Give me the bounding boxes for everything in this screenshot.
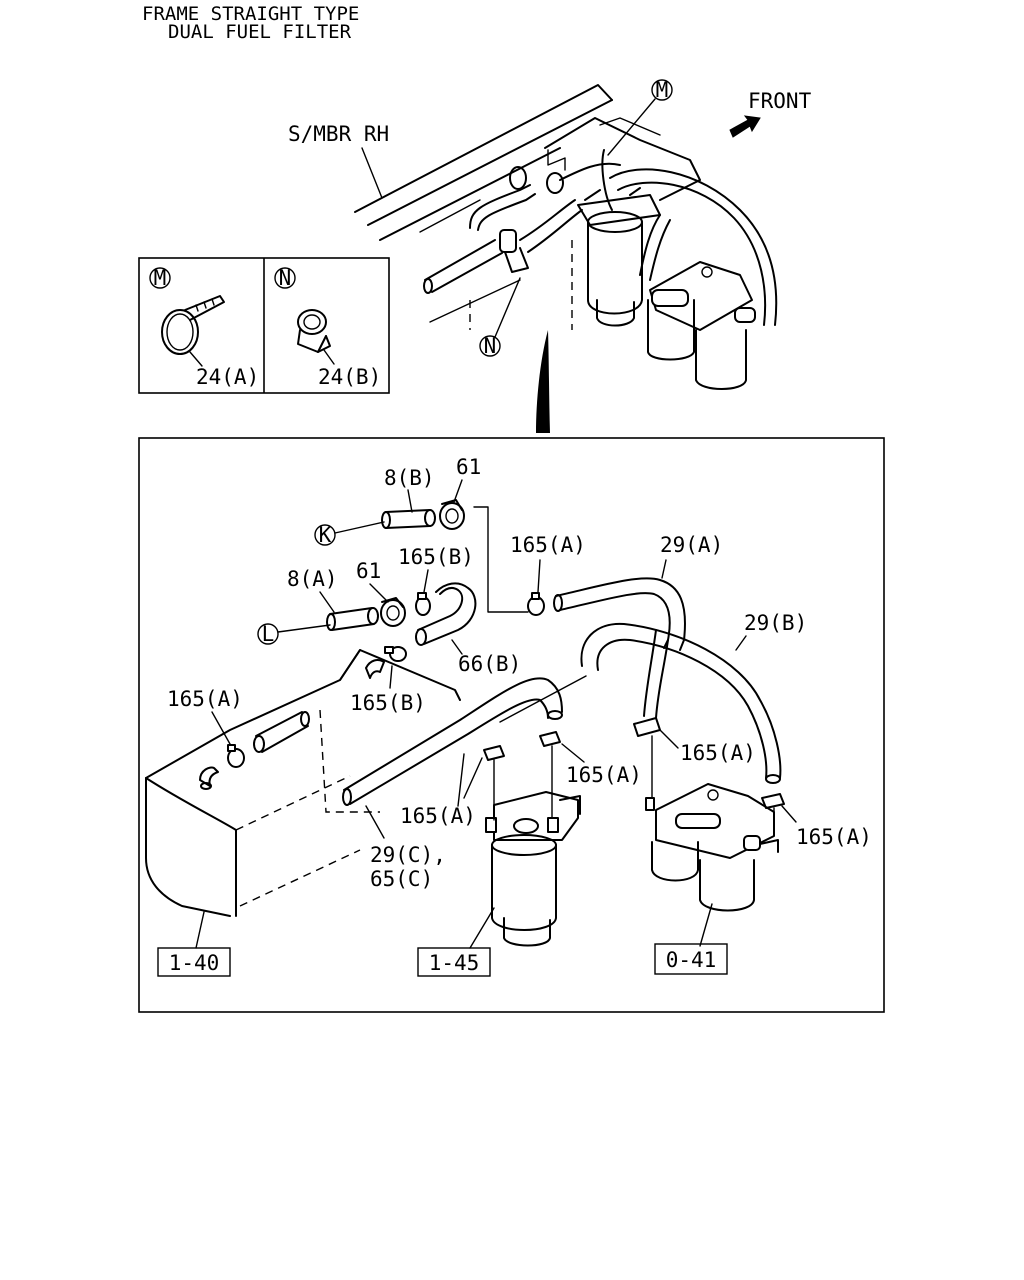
side-member-rail — [354, 84, 613, 330]
ref-dual-filter: 0-41 — [666, 948, 717, 972]
overview-return-hose — [609, 168, 778, 326]
label-29c: 29(C), — [370, 843, 446, 867]
inset-n-part: 24(B) — [318, 365, 381, 389]
side-member-label: S/MBR RH — [288, 122, 389, 146]
label-61-upper: 61 — [456, 455, 481, 479]
label-29a: 29(A) — [660, 533, 723, 557]
hose-8a — [326, 607, 379, 631]
label-165b-upper: 165(B) — [398, 545, 474, 569]
ref-box-dual-filter — [654, 943, 728, 975]
label-165a-filter-left: 165(A) — [400, 804, 476, 828]
label-165a-filter-right: 165(A) — [566, 763, 642, 787]
inset-n-letter: N — [279, 266, 292, 290]
tank-hose — [253, 711, 310, 753]
detail-pointer — [536, 330, 550, 433]
fuel-tank — [145, 649, 461, 917]
label-8b: 8(B) — [384, 466, 435, 490]
label-65c: 65(C) — [370, 867, 433, 891]
label-61-lower: 61 — [356, 559, 381, 583]
cable-tie-icon — [161, 295, 225, 355]
label-29b: 29(B) — [744, 611, 807, 635]
rail-fuel-pipes — [423, 162, 621, 294]
clamp-165a-filter-left — [483, 745, 505, 821]
title-line-2: DUAL FUEL FILTER — [168, 21, 352, 43]
hose-29c-routing — [342, 675, 587, 806]
filter-bracket — [544, 117, 701, 201]
ref-fuel-filter: 1-45 — [429, 951, 480, 975]
ref-fuel-tank: 1-40 — [169, 951, 220, 975]
clamp-165b-upper — [415, 592, 431, 616]
title-line-1: FRAME STRAIGHT TYPE — [142, 3, 359, 25]
hose-8b — [381, 509, 436, 529]
label-165a-top: 165(A) — [510, 533, 586, 557]
dual-filter-0-41 — [651, 783, 779, 912]
label-66b: 66(B) — [458, 652, 521, 676]
clip-n-on-rail — [499, 229, 529, 273]
clip-61-lower — [380, 597, 406, 627]
clamp-165a-tank — [227, 744, 245, 768]
front-label: FRONT — [748, 89, 812, 113]
label-165a-dual-lower: 165(A) — [796, 825, 872, 849]
letter-l: L — [262, 622, 275, 646]
hose-66b — [415, 582, 477, 646]
overview-drawing: FRONT S/MBR RH M N — [288, 78, 812, 390]
label-165b-lower: 165(B) — [350, 691, 426, 715]
clamp-165a-dual-lower — [761, 793, 785, 831]
clip-inset-box: M 24(A) N 24(B) — [138, 257, 390, 394]
letter-k: K — [319, 523, 332, 547]
callout-n-circle — [479, 335, 501, 357]
clamp-165a-top — [527, 592, 545, 616]
inset-m-part: 24(A) — [196, 365, 259, 389]
clamp-165b-lower — [365, 646, 407, 679]
callout-m-circle — [651, 79, 673, 101]
clamp-165a-filter-right — [539, 731, 561, 819]
detail-box: 8(B) K 61 8(A) L 61 — [138, 437, 885, 1013]
overview-fuel-filter — [577, 187, 661, 327]
clip-61-upper — [439, 499, 465, 530]
overview-dual-filter — [647, 261, 756, 390]
label-165a-tank: 165(A) — [167, 687, 243, 711]
callout-n-letter: N — [484, 334, 497, 358]
inset-m-letter: M — [154, 266, 167, 290]
pipe-clip-icon — [297, 309, 331, 353]
hose-29b — [580, 622, 782, 784]
label-8a: 8(A) — [287, 567, 338, 591]
front-arrow — [729, 115, 761, 138]
label-165a-dual-upper: 165(A) — [680, 741, 756, 765]
fuel-filter-1-45 — [485, 791, 581, 947]
ref-box-fuel-tank — [157, 947, 231, 977]
ref-box-fuel-filter — [417, 947, 491, 977]
callout-m-letter: M — [656, 78, 669, 102]
